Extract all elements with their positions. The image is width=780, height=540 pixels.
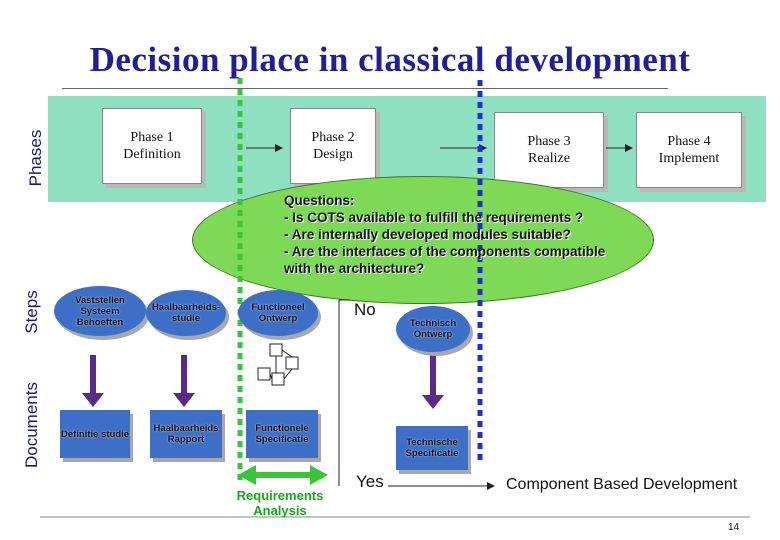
phase-1-name: Definition	[123, 147, 181, 162]
doc-3-line2: Specificatie	[255, 434, 309, 445]
phase-1-box[interactable]: Phase 1 Definition	[102, 108, 202, 184]
req-line2: Analysis	[253, 503, 307, 518]
questions-text: Questions: - Is COTS available to fulfil…	[284, 192, 664, 277]
step-haalbaarheidsstudie[interactable]: Haalbaarheids-studie	[146, 290, 226, 336]
phase-2-box[interactable]: Phase 2 Design	[290, 108, 376, 184]
requirements-analysis-arrow	[238, 465, 328, 485]
decision-no-label: No	[354, 300, 376, 319]
question-3: - Are the interfaces of the components c…	[284, 244, 606, 259]
requirements-analysis-label: Requirements Analysis	[220, 488, 340, 518]
step-2-line1: Haalbaarheids-	[151, 302, 221, 313]
questions-ellipse	[192, 176, 654, 304]
doc-2-line1: Haalbaarheids	[153, 423, 219, 434]
step-1-line3: Behoeften	[76, 316, 124, 328]
phase-3-name: Realize	[528, 151, 570, 166]
step-1-line1: Vaststellen	[75, 294, 125, 306]
step-4-line2: Ontwerp	[413, 329, 453, 340]
doc-4-line1: Technische	[406, 437, 458, 448]
title-underline	[62, 88, 668, 89]
purple-down-arrows	[82, 355, 444, 409]
flow-diagram-icon	[257, 343, 299, 386]
questions-heading: Questions:	[284, 193, 355, 208]
cbd-label: Component Based Development	[506, 476, 738, 493]
step-1-line2: Systeem	[80, 305, 120, 317]
page-title: Decision place in classical development	[89, 40, 691, 79]
phase-2-name: Design	[313, 147, 353, 162]
phase-4-box[interactable]: Phase 4 Implement	[636, 112, 742, 188]
doc-3-line1: Functionele	[255, 423, 309, 434]
question-1: - Is COTS available to fulfill the requi…	[284, 210, 584, 225]
page-number: 14	[728, 522, 740, 533]
step-3-line1: Functioneel	[251, 302, 305, 313]
step-2-line2: studie	[172, 313, 200, 324]
doc-2-line2: Rapport	[167, 434, 205, 445]
phase-3-number: Phase 3	[527, 134, 571, 149]
doc-4-line2: Specificatie	[405, 448, 459, 459]
question-4: with the architecture?	[284, 261, 425, 276]
doc-1-line1: Definitie studie	[60, 428, 130, 440]
phase-3-box[interactable]: Phase 3 Realize	[494, 112, 604, 188]
req-line1: Requirements	[236, 488, 324, 503]
phase-4-name: Implement	[658, 151, 720, 166]
doc-definitie-studie[interactable]: Definitie studie	[60, 410, 130, 458]
phase-2-number: Phase 2	[311, 130, 355, 145]
question-2: - Are internally developed modules suita…	[284, 227, 571, 242]
phase-4-number: Phase 4	[667, 134, 711, 149]
step-4-line1: Technisch	[409, 318, 457, 329]
step-3-line2: Ontwerp	[258, 313, 298, 324]
decision-yes-label: Yes	[356, 472, 384, 491]
phase-1-number: Phase 1	[130, 130, 174, 145]
